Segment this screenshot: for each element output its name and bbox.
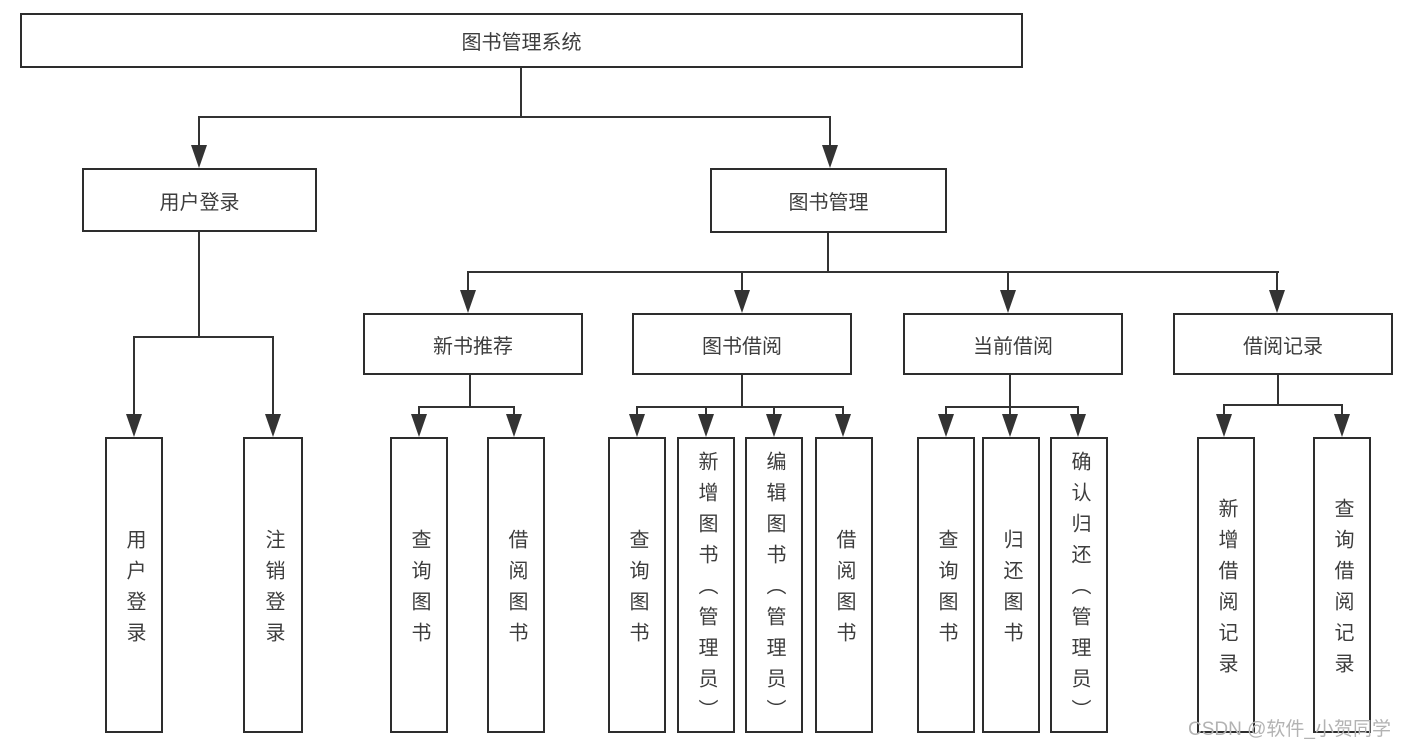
arrowhead-icon xyxy=(1216,414,1232,437)
connector-book-mgmt-drop xyxy=(829,116,831,148)
arrowhead-icon xyxy=(835,414,851,437)
connector-leaf-logout-drop xyxy=(272,336,274,416)
node-leaf-newbook-borrow: 借阅图书 xyxy=(487,437,545,733)
node-new-book-rec: 新书推荐 xyxy=(363,313,583,375)
arrowhead-icon xyxy=(265,414,281,437)
arrowhead-icon xyxy=(734,290,750,313)
node-leaf-current-confirm-label: 确认归还（管理员） xyxy=(1068,451,1090,730)
node-leaf-user-login-label: 用户登录 xyxy=(123,528,145,653)
connector-leaf-drop xyxy=(773,406,775,418)
node-leaf-records-query: 查询借阅记录 xyxy=(1313,437,1371,733)
arrowhead-icon xyxy=(938,414,954,437)
node-leaf-current-query-label: 查询图书 xyxy=(935,528,957,653)
node-leaf-borrow-query-label: 查询图书 xyxy=(626,528,648,653)
connector-current-borrow-rail xyxy=(945,406,1079,408)
connector-borrow-records-rail xyxy=(1223,404,1343,406)
node-leaf-records-add: 新增借阅记录 xyxy=(1197,437,1255,733)
node-book-mgmt-label: 图书管理 xyxy=(788,192,869,214)
connector-root-stem xyxy=(520,68,522,118)
connector-new-book-rec-stem xyxy=(469,375,471,408)
connector-root-rail xyxy=(198,116,831,118)
node-leaf-borrow-edit-label: 编辑图书（管理员） xyxy=(763,451,785,730)
node-leaf-newbook-query-label: 查询图书 xyxy=(408,528,430,653)
connector-user-login-rail xyxy=(133,336,274,338)
node-current-borrow-label: 当前借阅 xyxy=(973,335,1053,358)
connector-new-book-rec-drop xyxy=(467,271,469,291)
connector-leaf-drop xyxy=(1009,406,1011,418)
node-new-book-rec-label: 新书推荐 xyxy=(433,335,513,358)
arrowhead-icon xyxy=(126,414,142,437)
connector-current-borrow-drop xyxy=(1007,271,1009,291)
arrowhead-icon xyxy=(1334,414,1350,437)
node-user-login: 用户登录 xyxy=(82,168,317,232)
arrowhead-icon xyxy=(506,414,522,437)
connector-book-mgmt-rail xyxy=(467,271,1279,273)
arrowhead-icon xyxy=(1002,414,1018,437)
node-leaf-current-query: 查询图书 xyxy=(917,437,975,733)
connector-leaf-drop xyxy=(1223,404,1225,418)
node-leaf-current-confirm: 确认归还（管理员） xyxy=(1050,437,1108,733)
node-leaf-newbook-query: 查询图书 xyxy=(390,437,448,733)
arrowhead-icon xyxy=(1070,414,1086,437)
arrowhead-icon xyxy=(822,145,838,168)
connector-book-borrow-stem xyxy=(741,375,743,408)
connector-borrow-records-stem xyxy=(1277,375,1279,406)
arrowhead-icon xyxy=(411,414,427,437)
connector-book-mgmt-stem xyxy=(827,233,829,273)
node-current-borrow: 当前借阅 xyxy=(903,313,1123,375)
node-leaf-logout: 注销登录 xyxy=(243,437,303,733)
node-leaf-newbook-borrow-label: 借阅图书 xyxy=(505,528,527,653)
node-book-mgmt: 图书管理 xyxy=(710,168,947,233)
connector-leaf-user-login-drop xyxy=(133,336,135,416)
connector-leaf-drop xyxy=(1077,406,1079,418)
node-root: 图书管理系统 xyxy=(20,13,1023,68)
node-leaf-current-return: 归还图书 xyxy=(982,437,1040,733)
connector-user-login-drop xyxy=(198,116,200,148)
node-leaf-records-query-label: 查询借阅记录 xyxy=(1331,497,1353,684)
node-leaf-borrow-edit: 编辑图书（管理员） xyxy=(745,437,803,733)
csdn-watermark: CSDN @软件_小贺同学 xyxy=(1188,719,1391,740)
node-leaf-records-add-label: 新增借阅记录 xyxy=(1215,497,1237,684)
arrowhead-icon xyxy=(191,145,207,168)
arrowhead-icon xyxy=(766,414,782,437)
node-user-login-label: 用户登录 xyxy=(159,191,240,214)
arrowhead-icon xyxy=(629,414,645,437)
connector-leaf-drop xyxy=(513,406,515,418)
connector-book-borrow-rail xyxy=(636,406,844,408)
node-leaf-current-return-label: 归还图书 xyxy=(1000,528,1022,653)
connector-current-borrow-stem xyxy=(1009,375,1011,408)
connector-leaf-drop xyxy=(945,406,947,418)
connector-user-login-stem xyxy=(198,232,200,338)
arrowhead-icon xyxy=(460,290,476,313)
arrowhead-icon xyxy=(1269,290,1285,313)
connector-leaf-drop xyxy=(705,406,707,418)
connector-leaf-drop xyxy=(418,406,420,418)
node-leaf-logout-label: 注销登录 xyxy=(262,528,284,653)
arrowhead-icon xyxy=(1000,290,1016,313)
connector-book-borrow-drop xyxy=(741,271,743,291)
node-borrow-records: 借阅记录 xyxy=(1173,313,1393,375)
node-leaf-borrow-add: 新增图书（管理员） xyxy=(677,437,735,733)
node-root-label: 图书管理系统 xyxy=(461,32,582,54)
connector-leaf-drop xyxy=(842,406,844,418)
node-leaf-borrow-add-label: 新增图书（管理员） xyxy=(695,451,717,730)
node-borrow-records-label: 借阅记录 xyxy=(1243,335,1323,358)
node-leaf-borrow-borrow-label: 借阅图书 xyxy=(833,528,855,653)
arrowhead-icon xyxy=(698,414,714,437)
connector-leaf-drop xyxy=(636,406,638,418)
connector-leaf-drop xyxy=(1341,404,1343,418)
connector-borrow-records-drop xyxy=(1276,271,1278,291)
node-leaf-user-login: 用户登录 xyxy=(105,437,163,733)
node-leaf-borrow-borrow: 借阅图书 xyxy=(815,437,873,733)
node-book-borrow-label: 图书借阅 xyxy=(702,335,782,358)
node-leaf-borrow-query: 查询图书 xyxy=(608,437,666,733)
node-book-borrow: 图书借阅 xyxy=(632,313,852,375)
connector-new-book-rec-rail xyxy=(418,406,515,408)
